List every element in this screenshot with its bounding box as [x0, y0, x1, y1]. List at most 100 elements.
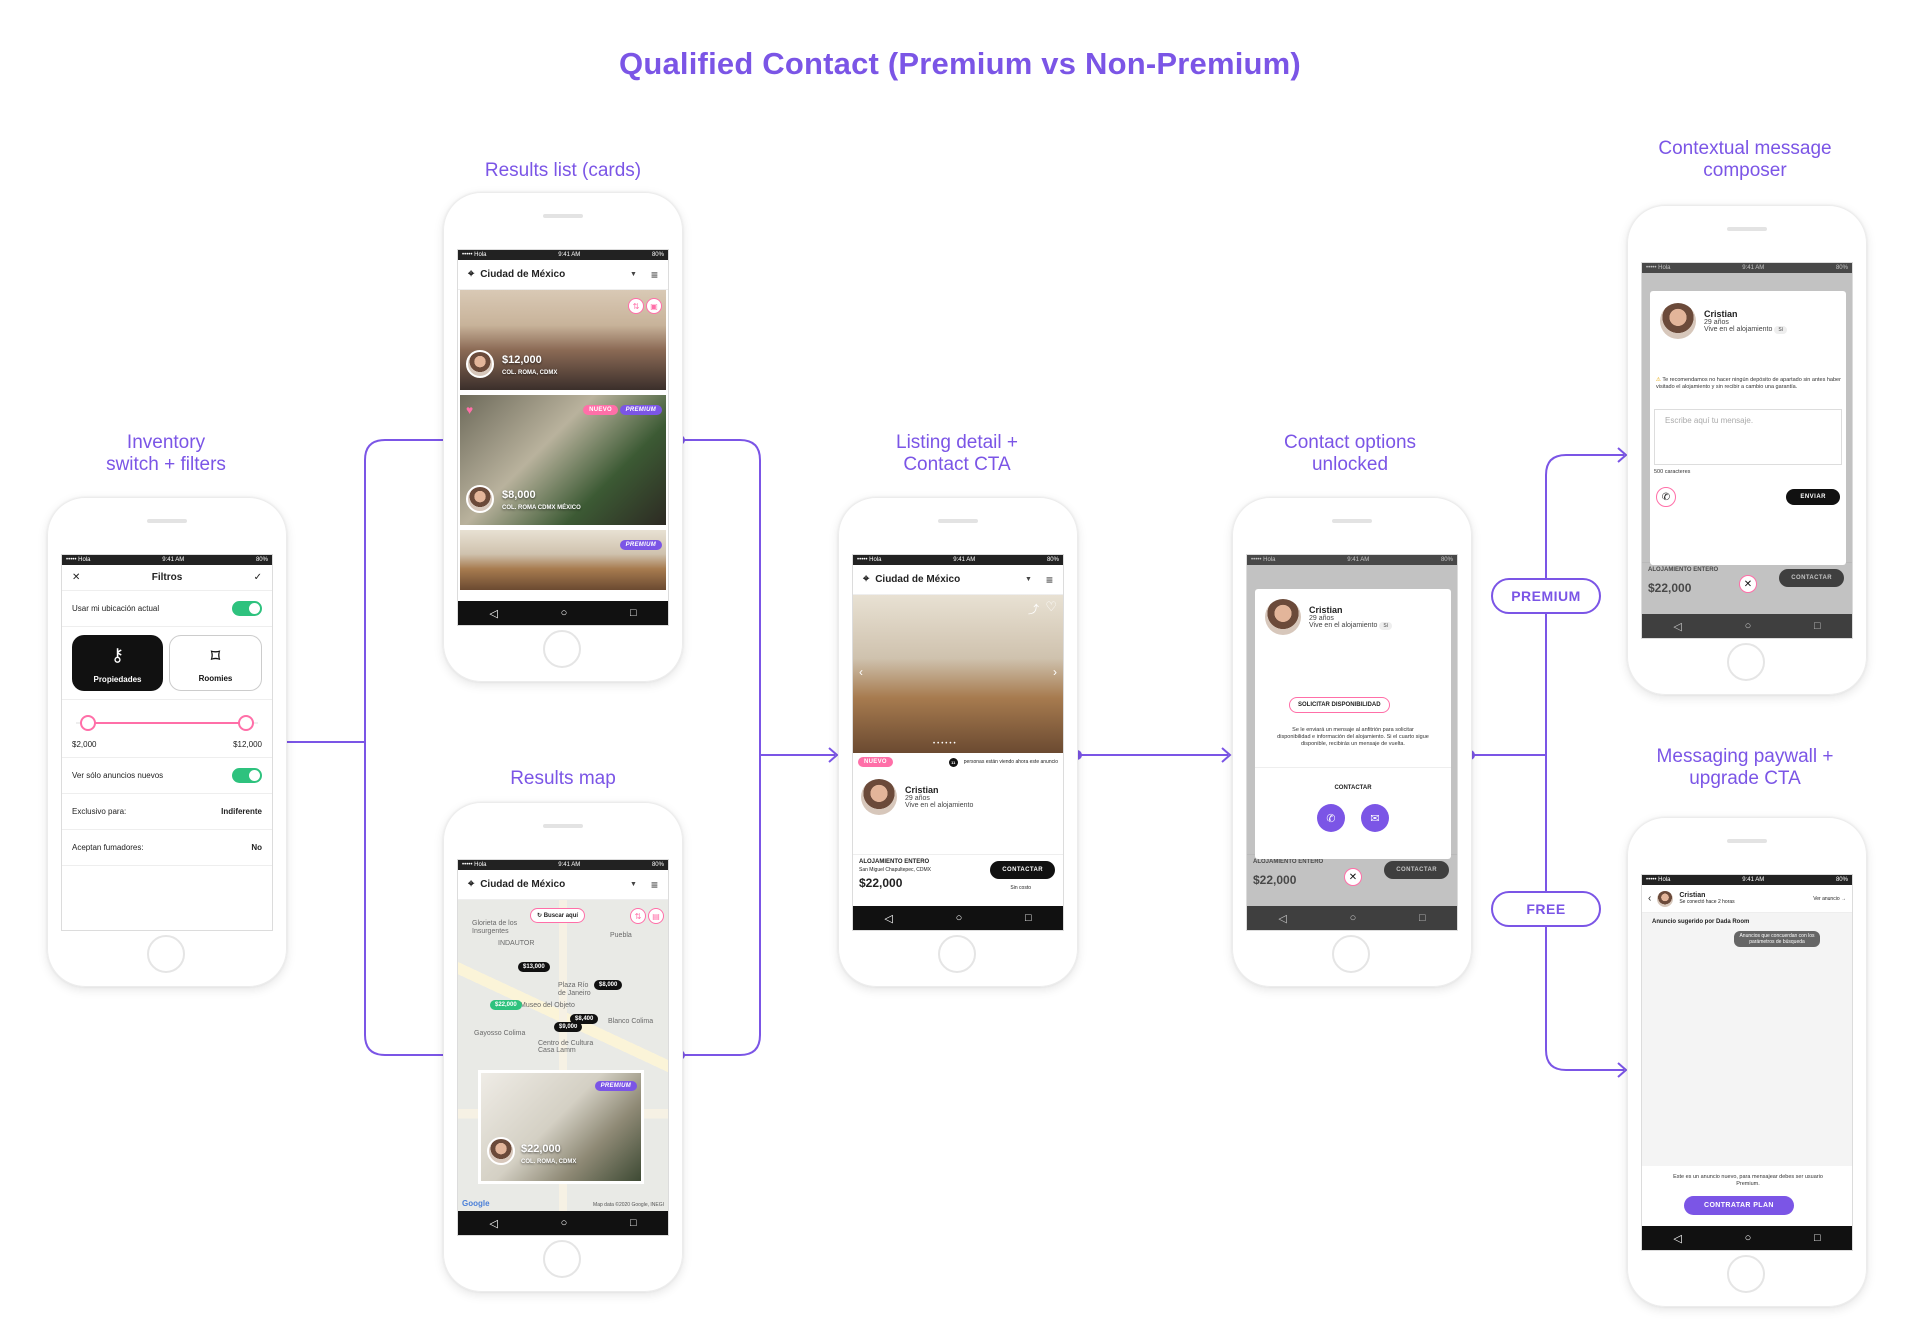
close-icon[interactable]: ✕ [1344, 868, 1362, 886]
home-icon[interactable]: ○ [955, 912, 963, 924]
home-icon[interactable]: ○ [560, 1217, 568, 1229]
solicitar-disponibilidad-button[interactable]: SOLICITAR DISPONIBILIDAD [1289, 697, 1390, 713]
send-button[interactable]: ENVIAR [1786, 489, 1840, 505]
chevron-left-icon[interactable]: ‹ [859, 665, 863, 679]
home-button[interactable] [543, 630, 581, 668]
menu-icon[interactable]: ≡ [650, 267, 658, 282]
chevron-right-icon[interactable]: › [1053, 665, 1057, 679]
recents-icon[interactable]: □ [1813, 620, 1821, 632]
home-icon[interactable]: ○ [1349, 912, 1357, 924]
carrier: ••••• Hola [66, 557, 91, 563]
back-icon[interactable]: ◁ [1673, 1232, 1682, 1245]
city-bar[interactable]: ⌖ Ciudad de México ▼ ≡ [853, 565, 1063, 595]
carrier: ••••• Hola [857, 557, 882, 563]
close-icon[interactable]: ✕ [1739, 575, 1757, 593]
status-bar: ••••• Hola 9:41 AM 80% [1247, 555, 1457, 565]
contact-label: CONTACTAR [1334, 785, 1372, 791]
view-listing-link[interactable]: Ver anuncio → [1813, 895, 1846, 902]
phone-icon[interactable]: ✆ [1656, 487, 1676, 507]
check-icon[interactable]: ✓ [253, 572, 262, 583]
recents-icon[interactable]: □ [1418, 912, 1426, 924]
close-icon[interactable]: ✕ [72, 572, 81, 583]
share-icon[interactable]: ⤴ [1028, 604, 1039, 616]
list-icon[interactable]: ▤ [648, 908, 664, 924]
map-listing-card[interactable]: PREMIUM $22,000 COL. ROMA, CDMX [478, 1070, 644, 1184]
menu-icon[interactable]: ≡ [1045, 572, 1053, 587]
price-pin[interactable]: $8,000 [594, 980, 623, 990]
phone-icon[interactable]: ✆ [1317, 804, 1345, 832]
city-bar[interactable]: ⌖ Ciudad de México ▼ ≡ [458, 260, 668, 290]
use-location-toggle[interactable] [232, 601, 262, 616]
max-price-handle[interactable] [238, 715, 254, 731]
propiedades-button[interactable]: ⚷ Propiedades [72, 635, 163, 691]
message-icon[interactable]: ✉ [1361, 804, 1389, 832]
city-selector[interactable]: Ciudad de México [875, 574, 961, 585]
carrier: ••••• Hola [462, 252, 487, 258]
listing-photo-gallery[interactable]: ⤴ ♡ ‹ › •••••• [853, 595, 1063, 753]
heart-icon[interactable]: ♥ [466, 403, 474, 417]
recents-icon[interactable]: □ [1813, 1232, 1821, 1244]
home-icon[interactable]: ○ [1744, 620, 1752, 632]
carrier: ••••• Hola [1646, 877, 1671, 883]
chevron-left-icon[interactable]: ‹ [1648, 893, 1652, 904]
price-range-slider: $2,000 $12,000 [62, 700, 272, 758]
lives-there-flag: Sí [1774, 326, 1788, 334]
listing-price: $22,000 [859, 876, 903, 890]
listing-card[interactable]: ♥ NUEVO PREMIUM $8,000 COL. ROMA CDMX MÉ… [460, 395, 666, 525]
phone-message-composer: ••••• Hola 9:41 AM 80% ALOJAMIENTO ENTER… [1627, 205, 1867, 695]
only-new-toggle[interactable] [232, 768, 262, 783]
back-icon[interactable]: ◁ [1673, 620, 1682, 633]
home-button[interactable] [1727, 643, 1765, 681]
recents-icon[interactable]: □ [629, 607, 637, 619]
filter-icon[interactable]: ⇅ [628, 298, 644, 314]
exclusive-row[interactable]: Exclusivo para: Indiferente [62, 794, 272, 830]
price-pin[interactable]: $13,000 [518, 962, 550, 972]
map-icon[interactable]: ▣ [646, 298, 662, 314]
map-label: Glorieta de los Insurgentes [472, 920, 518, 935]
price-pin[interactable]: $9,000 [554, 1022, 583, 1032]
host-avatar [487, 1137, 515, 1165]
filter-icon[interactable]: ⇅ [630, 908, 646, 924]
map-view[interactable]: ↻ Buscar aquí ⇅ ▤ Glorieta de los Insurg… [458, 900, 668, 1212]
google-logo: Google [462, 1199, 490, 1208]
back-icon[interactable]: ◁ [489, 607, 498, 620]
back-icon[interactable]: ◁ [489, 1217, 498, 1230]
char-counter: 500 caracteres [1654, 469, 1691, 475]
search-here-button[interactable]: ↻ Buscar aquí [530, 908, 586, 923]
city-selector[interactable]: Ciudad de México [480, 269, 566, 280]
message-textarea[interactable]: Escribe aquí tu mensaje. [1654, 409, 1842, 465]
recents-icon[interactable]: □ [1024, 912, 1032, 924]
home-button[interactable] [1727, 1255, 1765, 1293]
caption-paywall-text: Messaging paywall + upgrade CTA [1656, 746, 1834, 789]
smokers-row[interactable]: Aceptan fumadores: No [62, 830, 272, 866]
heart-icon[interactable]: ♡ [1045, 599, 1057, 614]
listing-card[interactable]: ⇅ ▣ $12,000 COL. ROMA, CDMX [460, 290, 666, 390]
roomies-button[interactable]: ⌑ Roomies [169, 635, 262, 691]
contactar-button[interactable]: CONTACTAR [990, 861, 1055, 879]
home-icon[interactable]: ○ [1744, 1232, 1752, 1244]
back-icon[interactable]: ◁ [884, 912, 893, 925]
home-icon[interactable]: ○ [560, 607, 568, 619]
price-pin[interactable]: $8,400 [570, 1014, 599, 1024]
card-price: $12,000 [502, 354, 542, 366]
listing-address: San Miguel Chapultepec, CDMX [859, 867, 931, 873]
menu-icon[interactable]: ≡ [650, 877, 658, 892]
back-icon[interactable]: ◁ [1278, 912, 1287, 925]
last-seen: Se conectó hace 2 horas [1679, 899, 1735, 905]
results-list-screen: ••••• Hola 9:41 AM 80% ⌖ Ciudad de Méxic… [457, 249, 669, 626]
home-button[interactable] [938, 935, 976, 973]
battery: 80% [1046, 557, 1059, 563]
city-bar[interactable]: ⌖ Ciudad de México ▼ ≡ [458, 870, 668, 900]
contratar-plan-button[interactable]: CONTRATAR PLAN [1684, 1196, 1794, 1215]
home-button[interactable] [1332, 935, 1370, 973]
min-price-handle[interactable] [80, 715, 96, 731]
caption-composer: Contextual message composer [1615, 138, 1875, 182]
home-button[interactable] [147, 935, 185, 973]
chevron-down-icon: ▼ [1025, 576, 1032, 583]
host-avatar [861, 779, 897, 815]
recents-icon[interactable]: □ [629, 1217, 637, 1229]
listing-card[interactable]: PREMIUM [460, 530, 666, 590]
home-button[interactable] [543, 1240, 581, 1278]
city-selector[interactable]: Ciudad de México [480, 879, 566, 890]
price-pin[interactable]: $22,000 [490, 1000, 522, 1010]
